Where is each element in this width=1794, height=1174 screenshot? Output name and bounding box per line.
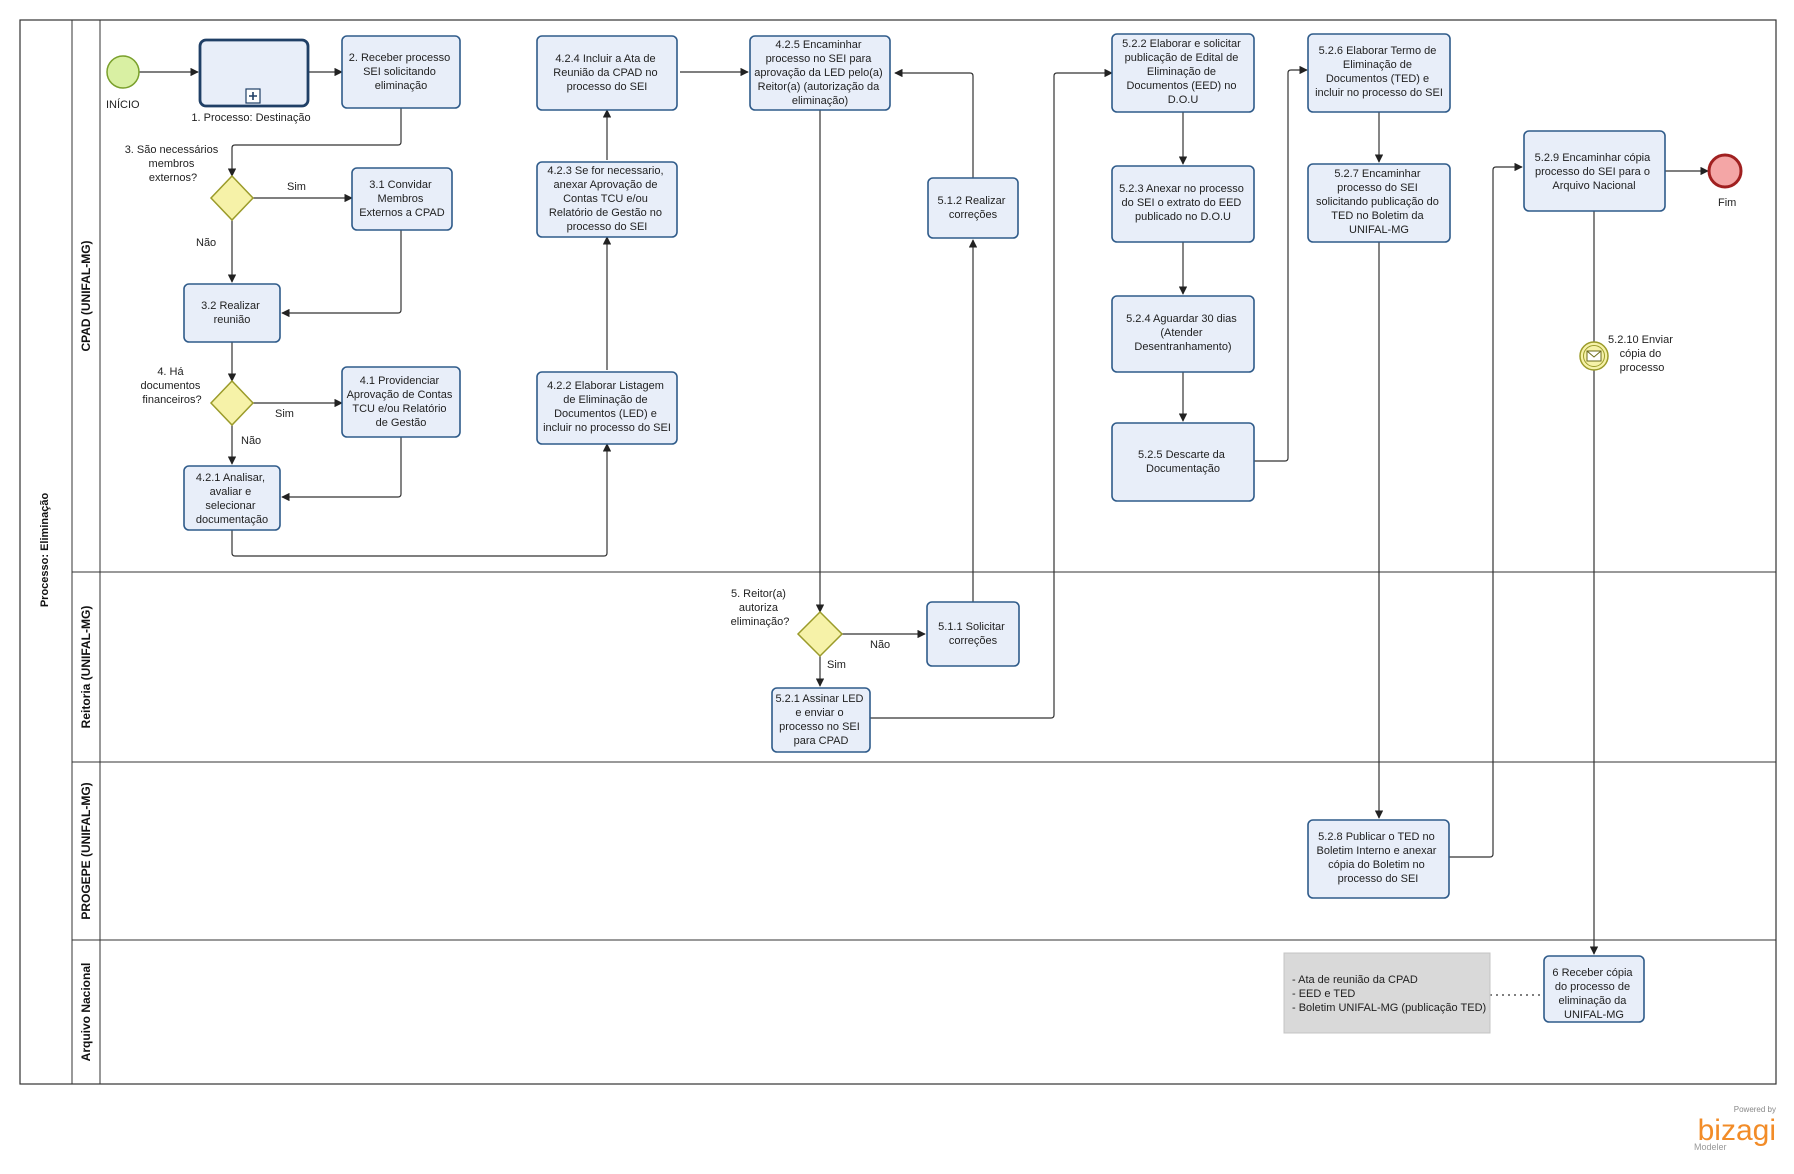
task-label: 2. Receber processo SEI solicitando elim… (349, 52, 454, 92)
task-label: 5.2.2 Elaborar e solicitar publicação de… (1122, 38, 1244, 106)
envelope-icon (1586, 350, 1602, 362)
start-event[interactable] (106, 55, 140, 89)
subprocess-expand-icon[interactable] (245, 88, 261, 104)
gateway-membros-externos[interactable] (209, 174, 255, 222)
task-label: 4.2.3 Se for necessario, anexar Aprovaçã… (547, 165, 666, 233)
task-receber-copia-processo[interactable]: 6 Receber cópia do processo de eliminaçã… (1543, 955, 1645, 1023)
task-elaborar-edital-eed[interactable]: 5.2.2 Elaborar e solicitar publicação de… (1111, 33, 1255, 113)
branding-powered: Powered by (1734, 1105, 1776, 1114)
task-label: 5.2.4 Aguardar 30 dias (Atender Desentra… (1126, 313, 1240, 353)
flow-label-sim: Sim (827, 659, 846, 671)
task-analisar-documentacao[interactable]: 4.2.1 Analisar, avaliar e selecionar doc… (183, 465, 281, 531)
gateway-reitor-autoriza-label: 5. Reitor(a) autoriza eliminação? (731, 588, 790, 628)
end-event-label: Fim (1718, 197, 1736, 209)
task-descarte-documentacao[interactable]: 5.2.5 Descarte da Documentação (1111, 422, 1255, 502)
sequence-flows (139, 65, 1709, 996)
pool: Processo: Eliminação CPAD (UNIFAL-MG) Re… (19, 19, 1777, 1085)
gateway-documentos-financeiros-label: 4. Há documentos financeiros? (141, 366, 204, 406)
task-label: 5.1.1 Solicitar correções (938, 621, 1008, 647)
task-label: 5.2.3 Anexar no processo do SEI o extrat… (1119, 183, 1247, 223)
flow-label-sim: Sim (287, 181, 306, 193)
task-convidar-membros[interactable]: 3.1 Convidar Membros Externos a CPAD (351, 167, 453, 231)
task-label: 5.2.8 Publicar o TED no Boletim Interno … (1317, 831, 1440, 885)
task-label: 4.2.1 Analisar, avaliar e selecionar doc… (196, 472, 268, 526)
task-label: 5.1.2 Realizar correções (938, 195, 1009, 221)
gateway-reitor-autoriza[interactable] (796, 610, 844, 658)
task-label: 5.2.7 Encaminhar processo do SEI solicit… (1316, 168, 1442, 236)
task-label: 5.2.1 Assinar LED e enviar o processo no… (775, 693, 866, 747)
task-elaborar-termo-ted[interactable]: 5.2.6 Elaborar Termo de Eliminação de Do… (1307, 33, 1451, 113)
task-solicitar-correcoes[interactable]: 5.1.1 Solicitar correções (926, 601, 1020, 667)
task-label: 6 Receber cópia do processo de eliminaçã… (1552, 967, 1635, 1021)
end-event[interactable] (1707, 153, 1743, 189)
task-incluir-ata-reuniao[interactable]: 4.2.4 Incluir a Ata de Reunião da CPAD n… (536, 35, 678, 111)
text-annotation[interactable]: - Ata de reunião da CPAD - EED e TED - B… (1283, 952, 1491, 1034)
lane-title-cpad: CPAD (UNIFAL-MG) (79, 240, 93, 351)
task-label: 3.1 Convidar Membros Externos a CPAD (359, 179, 444, 219)
task-label: 5.2.5 Descarte da Documentação (1138, 449, 1228, 475)
task-anexar-extrato-eed[interactable]: 5.2.3 Anexar no processo do SEI o extrat… (1111, 165, 1255, 243)
task-encaminhar-aprovacao-led[interactable]: 4.2.5 Encaminhar processo no SEI para ap… (749, 35, 891, 111)
send-message-event[interactable] (1579, 341, 1609, 371)
task-label: 4.2.2 Elaborar Listagem de Eliminação de… (543, 380, 671, 434)
pool-title: Processo: Eliminação (39, 493, 51, 608)
task-label: 5.2.6 Elaborar Termo de Eliminação de Do… (1315, 45, 1443, 99)
task-anexar-aprovacao-contas[interactable]: 4.2.3 Se for necessario, anexar Aprovaçã… (536, 161, 678, 238)
lane-title-reitoria: Reitoria (UNIFAL-MG) (79, 606, 93, 729)
task-encaminhar-publicacao-ted[interactable]: 5.2.7 Encaminhar processo do SEI solicit… (1307, 163, 1451, 243)
task-label: 4.1 Providenciar Aprovação de Contas TCU… (347, 375, 456, 429)
start-event-label: INÍCIO (106, 98, 140, 111)
task-label: 3.2 Realizar reunião (201, 300, 263, 326)
task-receber-processo[interactable]: 2. Receber processo SEI solicitando elim… (341, 35, 461, 109)
subprocess-destinacao[interactable] (198, 38, 310, 108)
task-encaminhar-arquivo-nacional[interactable]: 5.2.9 Encaminhar cópia processo do SEI p… (1523, 130, 1666, 212)
task-realizar-reuniao[interactable]: 3.2 Realizar reunião (183, 283, 281, 343)
flow-label-sim: Sim (275, 408, 294, 420)
task-elaborar-led[interactable]: 4.2.2 Elaborar Listagem de Eliminação de… (536, 371, 678, 445)
task-publicar-ted-boletim[interactable]: 5.2.8 Publicar o TED no Boletim Interno … (1307, 819, 1450, 899)
bizagi-logo: Powered by bizagi Modeler (1694, 1105, 1776, 1152)
task-label: 4.2.4 Incluir a Ata de Reunião da CPAD n… (553, 53, 660, 93)
lane-title-progepe: PROGEPE (UNIFAL-MG) (79, 782, 93, 919)
task-label: 4.2.5 Encaminhar processo no SEI para ap… (754, 39, 885, 107)
send-event-label: 5.2.10 Enviar cópia do processo (1608, 334, 1676, 374)
flow-label-nao: Não (241, 435, 261, 447)
annotation-text: - Ata de reunião da CPAD - EED e TED - B… (1292, 974, 1486, 1014)
task-providenciar-aprovacao[interactable]: 4.1 Providenciar Aprovação de Contas TCU… (341, 366, 461, 438)
gateway-membros-externos-label: 3. São necessários membros externos? (125, 144, 222, 184)
branding-name: bizagi (1698, 1114, 1776, 1147)
branding-product: Modeler (1694, 1142, 1727, 1152)
subprocess-label: 1. Processo: Destinação (191, 112, 310, 124)
task-label: 5.2.9 Encaminhar cópia processo do SEI p… (1535, 152, 1654, 192)
flow-label-nao: Não (870, 639, 890, 651)
gateway-documentos-financeiros[interactable] (209, 379, 255, 427)
lane-title-arquivo: Arquivo Nacional (79, 963, 93, 1062)
flow-label-nao: Não (196, 237, 216, 249)
task-assinar-led[interactable]: 5.2.1 Assinar LED e enviar o processo no… (771, 687, 871, 753)
task-aguardar-30-dias[interactable]: 5.2.4 Aguardar 30 dias (Atender Desentra… (1111, 295, 1255, 373)
task-realizar-correcoes[interactable]: 5.1.2 Realizar correções (927, 177, 1019, 239)
